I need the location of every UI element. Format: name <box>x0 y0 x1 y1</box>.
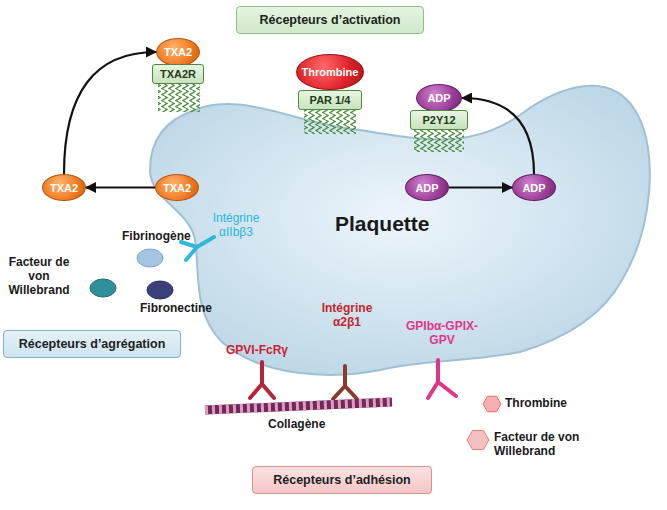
flow-arrow <box>86 186 155 188</box>
text-label: Intégrine α2β1 <box>314 302 380 330</box>
node-text: TXA2R <box>160 68 196 80</box>
receptor-box: P2Y12 <box>410 110 468 130</box>
node-text: Thrombine <box>302 66 359 78</box>
node-text: TXA2 <box>50 182 78 194</box>
fibronectin-ligand <box>147 281 173 299</box>
node-text: Récepteurs d’agrégation <box>19 337 166 351</box>
section-header: Récepteurs d’activation <box>236 6 424 34</box>
ligand-ellipse: ADP <box>416 84 462 112</box>
text-label: Fibronectine <box>140 302 230 316</box>
fibrinogen-ligand <box>137 249 163 267</box>
ligand-ellipse: TXA2 <box>42 174 86 201</box>
collagen-stripes <box>205 402 392 410</box>
text-label: GPVI-FcRγ <box>226 344 306 358</box>
text-label: Collagène <box>268 418 358 432</box>
receptor-box: TXA2R <box>152 64 204 84</box>
transmembrane-helices <box>414 130 464 152</box>
ligand-ellipse: ADP <box>405 174 449 201</box>
text-label: Intégrine αIIbβ3 <box>203 212 269 240</box>
node-text: PAR 1/4 <box>310 94 351 106</box>
receptor-box: PAR 1/4 <box>298 90 362 110</box>
ligand-ellipse: TXA2 <box>156 38 200 66</box>
ligand-ellipse: Thrombine <box>296 54 364 90</box>
node-text: ADP <box>415 182 438 194</box>
vwf-ligand <box>90 279 116 297</box>
text-label: Facteur de von Willebrand <box>494 431 606 459</box>
text-label: Fibrinogène <box>122 230 212 244</box>
text-label: Thrombine <box>505 397 595 411</box>
node-text: P2Y12 <box>422 114 455 126</box>
platelet-label: Plaquette <box>335 212 430 236</box>
section-header: Récepteurs d’adhésion <box>252 466 432 494</box>
node-text: Récepteurs d’activation <box>259 13 400 27</box>
collagen-fiber <box>205 402 392 410</box>
flow-arrow <box>64 52 156 174</box>
text-label: Facteur de von Willebrand <box>2 256 76 297</box>
node-text: ADP <box>522 182 545 194</box>
thrombin-hexagon <box>483 396 501 412</box>
transmembrane-helices <box>304 110 356 134</box>
node-text: Récepteurs d’adhésion <box>273 473 411 487</box>
section-header: Récepteurs d’agrégation <box>3 330 181 358</box>
vwf-hexagon <box>467 431 489 450</box>
platelet-membrane <box>150 86 650 375</box>
text-label: GPIbα-GPIX-GPV <box>402 320 482 348</box>
node-text: TXA2 <box>164 46 192 58</box>
gpib-symbol <box>428 360 456 398</box>
ligand-ellipse: TXA2 <box>155 174 199 201</box>
node-text: TXA2 <box>163 182 191 194</box>
node-text: ADP <box>427 92 450 104</box>
ligand-ellipse: ADP <box>512 174 556 201</box>
transmembrane-helices <box>158 84 200 112</box>
